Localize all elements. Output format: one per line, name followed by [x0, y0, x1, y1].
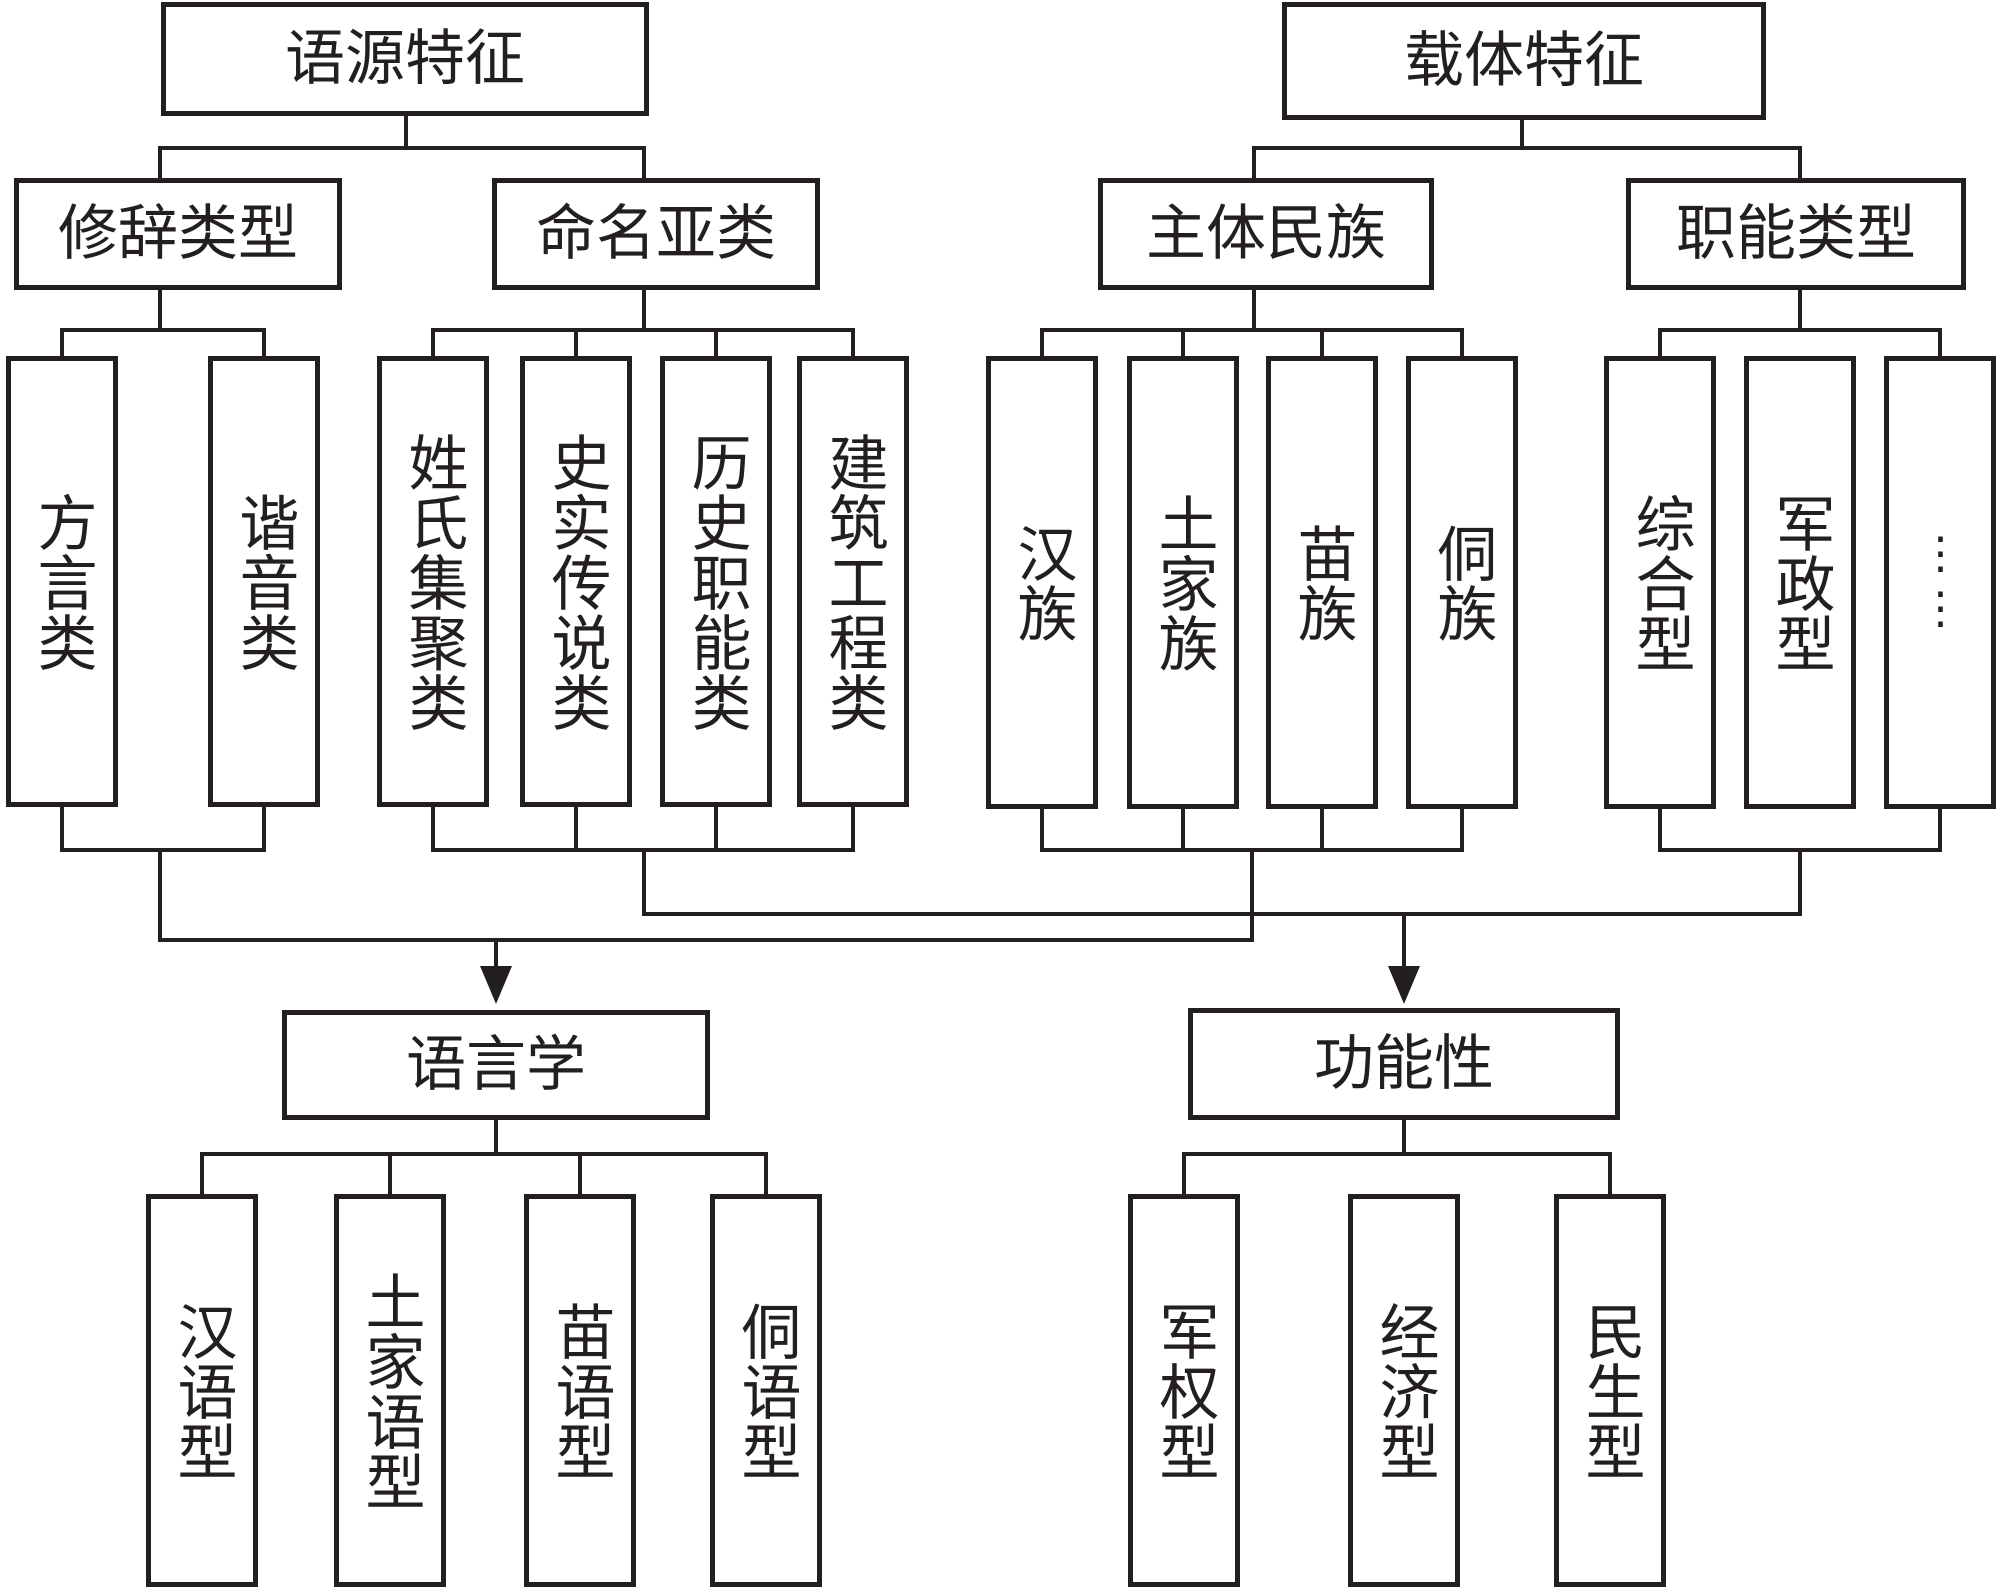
- naming-item-historical-function: 历史职能类: [660, 356, 772, 807]
- naming-subtype-box: 命名亚类: [492, 178, 820, 290]
- rhetoric-type-box: 修辞类型: [14, 178, 342, 290]
- function-item-comprehensive: 综合型: [1604, 356, 1716, 809]
- functionality-item-livelihood: 民生型: [1554, 1194, 1666, 1587]
- rhetoric-item-homophone: 谐音类: [208, 356, 320, 807]
- linguistics-box: 语言学: [282, 1010, 710, 1120]
- ethnic-item-han: 汉族: [986, 356, 1098, 809]
- source-features-label: 语源特征: [285, 24, 525, 94]
- rhetoric-type-label: 修辞类型: [58, 199, 298, 269]
- linguistics-item-han: 汉语型: [146, 1194, 258, 1587]
- carrier-features-box: 载体特征: [1282, 2, 1766, 120]
- naming-item-construction: 建筑工程类: [797, 356, 909, 807]
- function-type-label: 职能类型: [1676, 199, 1916, 269]
- function-item-ellipsis: ⋮⋮: [1884, 356, 1996, 809]
- functionality-box: 功能性: [1188, 1008, 1620, 1120]
- functionality-label: 功能性: [1314, 1029, 1494, 1099]
- carrier-features-label: 载体特征: [1404, 26, 1644, 96]
- functionality-item-military: 军权型: [1128, 1194, 1240, 1587]
- function-type-box: 职能类型: [1626, 178, 1966, 290]
- linguistics-label: 语言学: [406, 1030, 586, 1100]
- source-features-box: 语源特征: [161, 2, 649, 116]
- linguistics-item-dong: 侗语型: [710, 1194, 822, 1587]
- linguistics-item-miao: 苗语型: [524, 1194, 636, 1587]
- ethnic-item-dong: 侗族: [1406, 356, 1518, 809]
- function-item-military-political: 军政型: [1744, 356, 1856, 809]
- main-ethnic-box: 主体民族: [1098, 178, 1434, 290]
- naming-item-history-legend: 史实传说类: [520, 356, 632, 807]
- main-ethnic-label: 主体民族: [1146, 199, 1386, 269]
- linguistics-item-tujia: 土家语型: [334, 1194, 446, 1587]
- ethnic-item-miao: 苗族: [1266, 356, 1378, 809]
- functionality-item-economic: 经济型: [1348, 1194, 1460, 1587]
- ellipsis-dots: ⋮⋮: [1915, 527, 1966, 638]
- naming-item-surname: 姓氏集聚类: [377, 356, 489, 807]
- rhetoric-item-dialect: 方言类: [6, 356, 118, 807]
- ethnic-item-tujia: 土家族: [1127, 356, 1239, 809]
- naming-subtype-label: 命名亚类: [536, 199, 776, 269]
